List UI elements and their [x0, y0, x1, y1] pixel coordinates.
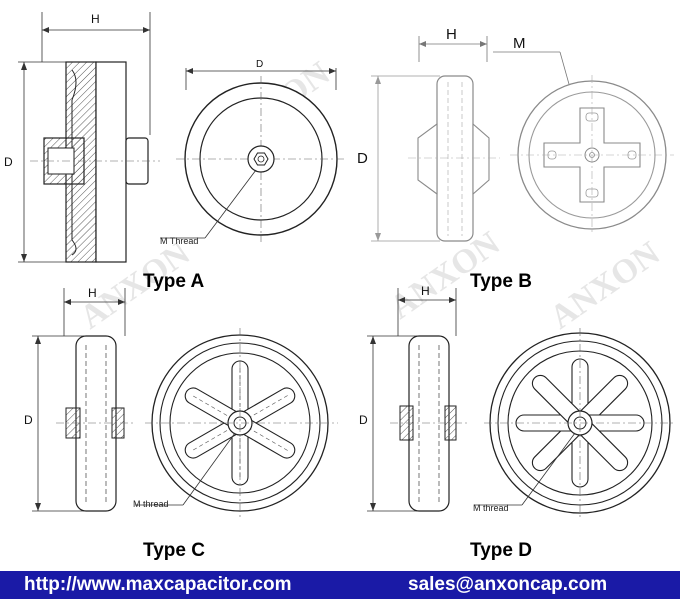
type-d-panel: H D M thread Type D	[359, 284, 676, 561]
email-link[interactable]: sales@anxoncap.com	[408, 574, 608, 595]
type-a-panel: H D D M Thread Type A	[4, 12, 346, 292]
type-c-panel: H D M thread Type C	[24, 286, 338, 561]
type-a-h-label: H	[91, 12, 100, 26]
type-c-caption: Type C	[143, 540, 205, 561]
type-b-h-label: H	[446, 26, 457, 43]
watermark-text: ANXON	[543, 234, 667, 336]
contact-footer: http://www.maxcapacitor.com sales@anxonc…	[0, 571, 680, 599]
type-b-panel: H D M Type B	[357, 26, 674, 292]
type-d-h-label: H	[421, 284, 430, 298]
type-c-d-label: D	[24, 413, 33, 427]
type-b-m-label: M	[513, 35, 526, 52]
type-c-h-label: H	[88, 286, 97, 300]
type-d-thread-label: M thread	[473, 503, 509, 513]
type-b-d-label: D	[357, 150, 368, 167]
type-d-caption: Type D	[470, 540, 532, 561]
product-drawing: ANXON ANXON ANXON ANXON H D D	[4, 12, 676, 561]
website-link[interactable]: http://www.maxcapacitor.com	[24, 574, 292, 595]
type-d-d-label: D	[359, 413, 368, 427]
type-a-caption: Type A	[143, 271, 205, 292]
type-a-thread-label: M Thread	[160, 236, 198, 246]
type-a-front-d-label: D	[256, 59, 263, 70]
type-b-caption: Type B	[470, 271, 532, 292]
type-c-thread-label: M thread	[133, 499, 169, 509]
type-a-d-label: D	[4, 155, 13, 169]
